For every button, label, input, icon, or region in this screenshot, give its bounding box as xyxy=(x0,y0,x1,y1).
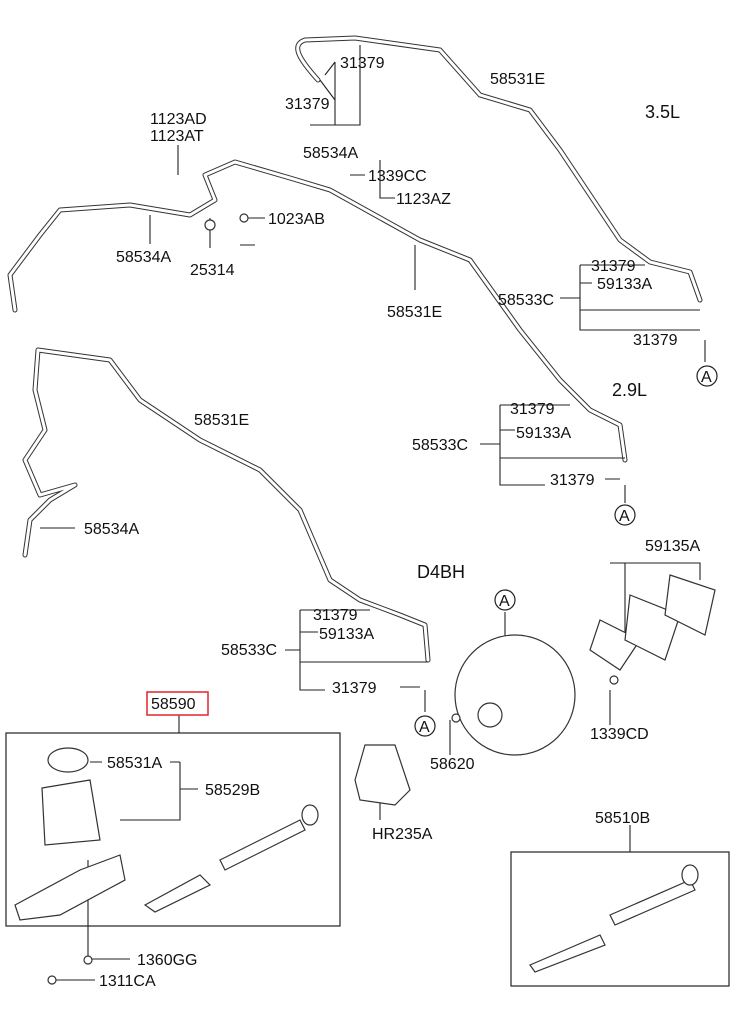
part-label[interactable]: 31379 xyxy=(285,96,330,113)
part-label[interactable]: 58531E xyxy=(490,71,545,88)
variant-3.5l: 3.5L xyxy=(645,102,680,122)
part-label[interactable]: 31379 xyxy=(340,55,385,72)
part-label[interactable]: 58620 xyxy=(430,756,475,773)
part-label[interactable]: 59133A xyxy=(319,626,374,643)
part-label[interactable]: 25314 xyxy=(190,262,235,279)
part-label[interactable]: 31379 xyxy=(633,332,678,349)
master-cylinder-body xyxy=(14,854,126,921)
assembly-highlight-box[interactable] xyxy=(146,691,209,716)
part-label[interactable]: 58533C xyxy=(221,642,277,659)
reservoir-cap xyxy=(47,747,89,773)
brake-booster xyxy=(454,634,576,756)
part-label[interactable]: 58531A xyxy=(107,755,162,772)
svg-text:A: A xyxy=(701,369,712,386)
part-label[interactable]: 31379 xyxy=(313,607,358,624)
part-label[interactable]: 58534A xyxy=(116,249,171,266)
variant-d4bh: D4BH xyxy=(417,562,465,582)
part-label[interactable]: 1123AT xyxy=(150,128,204,145)
part-label[interactable]: 1360GG xyxy=(137,952,197,969)
part-label[interactable]: 58533C xyxy=(498,292,554,309)
ref-marker-1[interactable]: A xyxy=(696,365,718,387)
part-label[interactable]: 31379 xyxy=(591,258,636,275)
variant-2.9l: 2.9L xyxy=(612,380,647,400)
part-label[interactable]: 31379 xyxy=(550,472,595,489)
master-cylinder-box xyxy=(5,732,341,927)
part-label[interactable]: 58529B xyxy=(205,782,260,799)
part-label[interactable]: 31379 xyxy=(510,401,555,418)
part-label[interactable]: 59133A xyxy=(597,276,652,293)
part-label[interactable]: 58531E xyxy=(387,304,442,321)
svg-text:A: A xyxy=(619,508,630,525)
ref-marker-4[interactable]: A xyxy=(414,715,436,737)
part-label[interactable]: 1339CC xyxy=(368,168,427,185)
ref-marker-3[interactable]: A xyxy=(494,589,516,611)
part-label[interactable]: 59133A xyxy=(516,425,571,442)
part-label[interactable]: HR235A xyxy=(372,826,433,843)
repair-kit-box xyxy=(510,851,730,987)
part-label[interactable]: 58510B xyxy=(595,810,650,827)
part-label[interactable]: 1339CD xyxy=(590,726,649,743)
part-label[interactable]: 1123AD xyxy=(150,111,207,128)
assembly-label[interactable]: 58590 xyxy=(151,696,196,713)
part-label[interactable]: 31379 xyxy=(332,680,377,697)
part-label[interactable]: 1023AB xyxy=(268,211,325,228)
part-label[interactable]: 1311CA xyxy=(99,973,156,990)
part-label[interactable]: 58533C xyxy=(412,437,468,454)
part-label[interactable]: 59135A xyxy=(645,538,700,555)
part-label[interactable]: 58531E xyxy=(194,412,249,429)
bracket xyxy=(354,744,411,806)
brake-lines xyxy=(7,35,703,663)
reservoir xyxy=(41,779,101,846)
svg-text:A: A xyxy=(419,719,430,736)
svg-text:A: A xyxy=(499,593,510,610)
parts-shapes xyxy=(14,213,716,985)
ref-marker-2[interactable]: A xyxy=(614,504,636,526)
part-label[interactable]: 58534A xyxy=(84,521,139,538)
part-label[interactable]: 58534A xyxy=(303,145,358,162)
part-labels: 31379 31379 58531E 58534A 1339CC 1123AZ … xyxy=(84,55,700,990)
part-label[interactable]: 1123AZ xyxy=(396,191,451,208)
